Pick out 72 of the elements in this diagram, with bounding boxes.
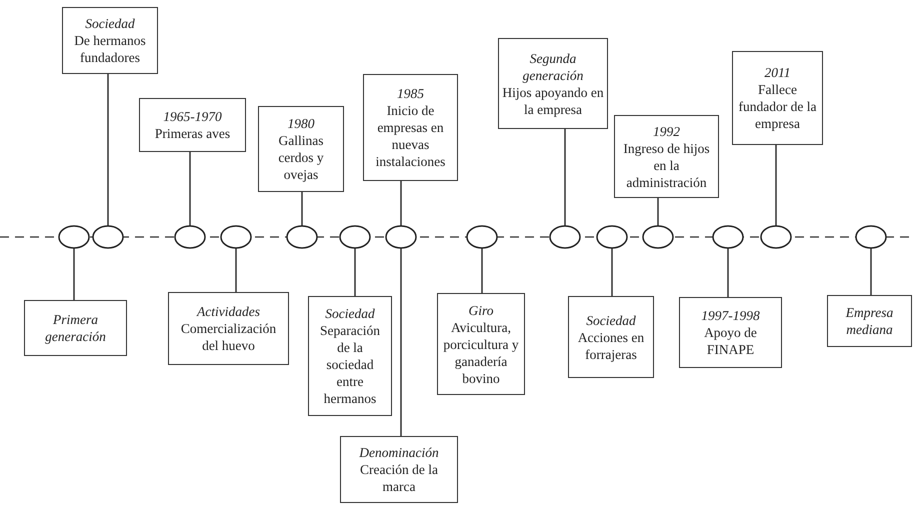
event-heading: Denominación [359,444,439,461]
event-description: Ingreso de hijos en la administración [622,140,711,190]
event-heading: 2011 [764,64,790,81]
event-heading: Sociedad [586,312,636,328]
timeline-marker [339,225,371,249]
connector-line [727,248,729,297]
connector-line [657,198,659,226]
event-heading: 1997-1998 [701,307,760,324]
connector-line [354,248,356,296]
timeline-marker [286,225,318,249]
timeline-marker [642,225,674,249]
timeline-marker [466,225,498,249]
timeline-marker [760,225,792,249]
timeline-marker [385,225,417,249]
event-heading: Primera generación [44,311,107,345]
event-box [363,74,458,181]
timeline-marker [58,225,90,249]
connector-line [400,181,402,226]
event-description: Primeras aves [154,125,230,142]
event-box [258,106,344,192]
connector-line [107,74,109,226]
connector-line [73,248,75,300]
event-description: Hijos apoyando en la empresa [502,84,604,118]
event-description: Gallinas cerdos y ovejas [277,132,325,183]
event-heading: Sociedad [85,15,135,32]
connector-line [481,248,483,293]
event-box [168,292,289,365]
event-description: Apoyo de FINAPE [703,324,758,358]
event-box [139,98,246,152]
connector-line [400,248,402,436]
event-heading: Empresa mediana [844,304,894,338]
timeline-marker [220,225,252,249]
connector-line [189,152,191,226]
event-heading: 1980 [288,115,314,132]
connector-line [611,248,613,296]
event-box [498,38,608,129]
event-description: Acciones en forrajeras [576,328,646,362]
event-heading: 1985 [397,85,424,102]
timeline-marker [855,225,887,249]
timeline-marker [92,225,124,249]
event-heading: 1992 [653,122,680,140]
event-box [568,296,654,378]
event-description: Fallece fundador de la empresa [738,81,818,132]
event-box [679,297,782,368]
timeline-marker [712,225,744,249]
timeline-marker [596,225,628,249]
event-box [308,296,392,416]
event-heading: Segunda generación [522,50,584,84]
connector-line [301,192,303,226]
event-box [614,115,719,198]
event-heading: Actividades [197,303,260,320]
event-description: Separación de la sociedad entre hermanos [319,322,381,407]
event-description: Avicultura, porcicultura y ganadería bovino [442,318,520,386]
event-box [340,436,458,503]
event-heading: Sociedad [325,305,375,322]
event-description: Comercialización del huevo [180,320,278,354]
event-description: Creación de la marca [359,461,439,495]
event-heading: Giro [468,302,494,318]
event-box [62,7,158,74]
event-box [24,300,127,356]
connector-line [564,129,566,226]
connector-line [870,248,872,295]
event-box [437,293,525,395]
event-description: Inicio de empresas en nuevas instalaciones [374,102,446,170]
timeline-marker [174,225,206,249]
timeline-marker [549,225,581,249]
event-box [732,51,823,145]
event-heading: 1965-1970 [163,108,222,125]
connector-line [235,248,237,292]
event-description: De hermanos fundadores [73,32,147,66]
connector-line [775,145,777,226]
event-box [827,295,912,347]
